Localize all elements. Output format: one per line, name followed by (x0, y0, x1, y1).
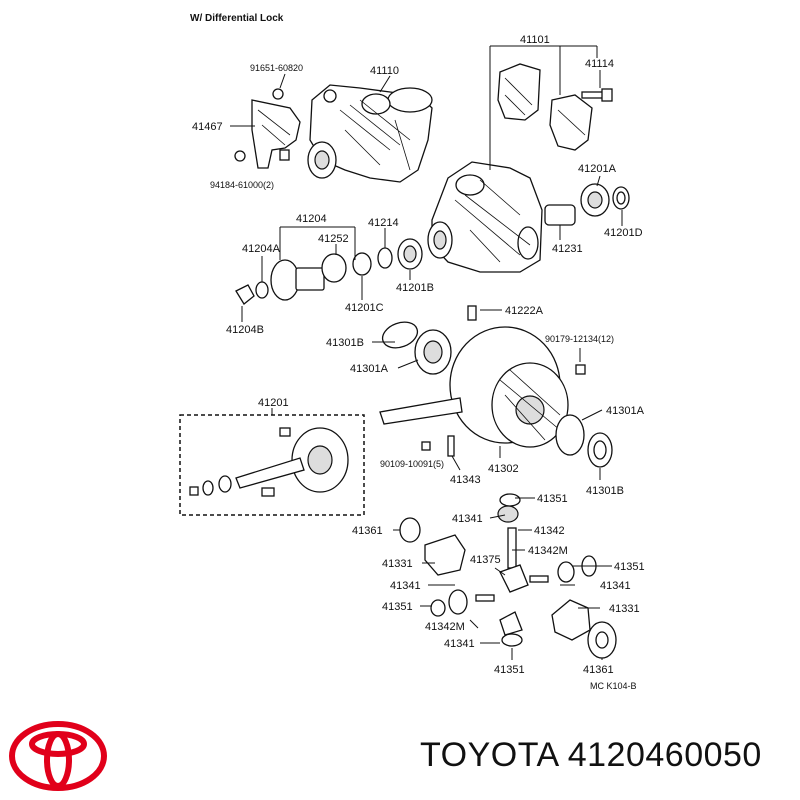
label-41201A-top: 41201A (578, 163, 617, 175)
companion-flange-drawing (235, 238, 423, 305)
label-41101: 41101 (520, 34, 550, 46)
label-41351-top: 41351 (537, 493, 568, 505)
label-41301A-left: 41301A (350, 363, 389, 375)
label-41301A-right: 41301A (606, 405, 645, 417)
label-41351-left: 41351 (382, 601, 413, 613)
label-41301B-mid: 41301B (326, 337, 364, 349)
label-41222A: 41222A (505, 305, 544, 317)
label-41201B-top: 41201B (396, 282, 434, 294)
label-41341-top: 41341 (452, 513, 483, 525)
label-41204B: 41204B (226, 324, 264, 336)
label-41331-left: 41331 (382, 558, 413, 570)
label-41341-bottom: 41341 (444, 638, 475, 650)
diagram-title: W/ Differential Lock (190, 13, 284, 24)
label-41201C: 41201C (345, 302, 384, 314)
label-41331-right: 41331 (609, 603, 640, 615)
pinion-bearings-drawing (544, 183, 630, 226)
toyota-logo-icon (9, 721, 107, 791)
internal-gears-drawing (399, 493, 617, 659)
label-41204: 41204 (296, 213, 327, 225)
brand-name: TOYOTA (420, 736, 558, 774)
label-41342M-top: 41342M (528, 545, 568, 557)
brand-part-number: TOYOTA 4120460050 (420, 736, 790, 786)
diagram-code: MC K104-B (590, 681, 637, 691)
label-41201D: 41201D (604, 227, 643, 239)
label-41204A: 41204A (242, 243, 281, 255)
label-41114: 41114 (585, 58, 614, 70)
label-94184-61000: 94184-61000(2) (210, 180, 274, 190)
label-41214: 41214 (368, 217, 399, 229)
label-41341-right: 41341 (600, 580, 631, 592)
label-41302: 41302 (488, 463, 519, 475)
label-41342M-bottom: 41342M (425, 621, 465, 633)
label-41252: 41252 (318, 233, 349, 245)
bracket-drawing (234, 88, 301, 169)
label-41110: 41110 (370, 65, 399, 77)
label-41343: 41343 (450, 474, 481, 486)
exploded-diagram: W/ Differential Lock (179, 13, 645, 691)
label-41361-bottom: 41361 (583, 664, 614, 676)
part-number: 4120460050 (567, 736, 762, 774)
leader-lines (230, 45, 623, 660)
label-41341-left: 41341 (390, 580, 421, 592)
differential-carrier-drawing (427, 63, 613, 273)
part-labels: 41101 91651-60820 41110 41114 41467 9418… (192, 34, 645, 691)
label-41351-bottom: 41351 (494, 664, 525, 676)
label-41375: 41375 (470, 554, 501, 566)
label-41201: 41201 (258, 397, 289, 409)
label-41467: 41467 (192, 121, 223, 133)
label-41301B-right: 41301B (586, 485, 624, 497)
label-41351-right: 41351 (614, 561, 645, 573)
label-41361-top: 41361 (352, 525, 383, 537)
label-90179-12134: 90179-12134(12) (545, 334, 614, 344)
carrier-housing-drawing (307, 84, 433, 183)
label-41231: 41231 (552, 243, 583, 255)
label-91651-60820: 91651-60820 (250, 63, 303, 73)
label-90109-10091: 90109-10091(5) (380, 459, 444, 469)
gear-set-box (179, 414, 365, 516)
label-41342: 41342 (534, 525, 565, 537)
differential-case-drawing (379, 305, 613, 468)
